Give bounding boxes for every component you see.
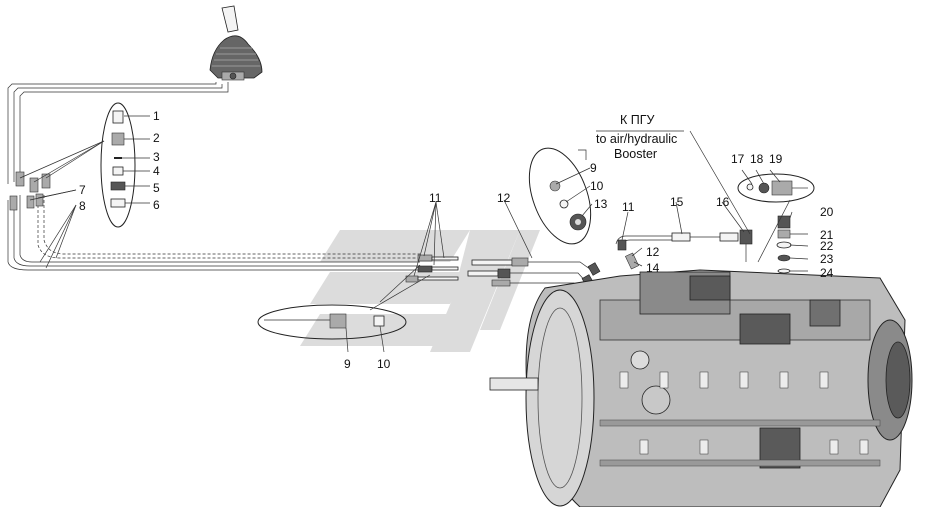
- callout-1: 1: [153, 109, 160, 123]
- left-fittings: [9, 171, 51, 211]
- callout-20: 20: [820, 205, 834, 219]
- notes: К ПГУ to air/hydraulic Booster: [596, 113, 677, 161]
- note-en-line2: Booster: [614, 147, 657, 161]
- parts-group-9-10-bottom: [257, 304, 407, 353]
- callout-21: 21: [820, 228, 834, 242]
- callout-4: 4: [153, 164, 160, 178]
- leaders-right: [555, 130, 809, 272]
- callout-2: 2: [153, 131, 160, 145]
- leaders-mid: [413, 199, 533, 277]
- callout-11-mid: 11: [429, 191, 442, 205]
- callout-16: 16: [716, 195, 730, 209]
- parts-group-20-24: [776, 215, 792, 274]
- callout-19: 19: [769, 152, 783, 166]
- gear-lever: [209, 5, 263, 81]
- callout-13: 13: [594, 197, 608, 211]
- note-ru: К ПГУ: [620, 113, 655, 127]
- callout-10-upper: 10: [590, 179, 604, 193]
- pipe-bundle: [7, 82, 420, 271]
- leaders-left: [19, 115, 150, 269]
- watermark-logo: [300, 230, 540, 352]
- gearbox-housing: [489, 269, 913, 507]
- parts-group-17-19: [737, 173, 815, 203]
- callout-11-right: 11: [622, 200, 635, 214]
- parts-group-1-6: [100, 102, 136, 228]
- callout-3: 3: [153, 150, 160, 164]
- lever-boot: [209, 35, 263, 79]
- right-pipe-assembly: [615, 229, 753, 270]
- callout-24: 24: [820, 266, 834, 280]
- callout-17: 17: [731, 152, 745, 166]
- callout-15: 15: [670, 195, 684, 209]
- callout-23: 23: [820, 252, 834, 266]
- callout-labels: 1 2 3 4 5 6 7 8 9 10 11 12 9 10 13 11 12…: [79, 109, 834, 371]
- callout-5: 5: [153, 181, 160, 195]
- note-en-line1: to air/hydraulic: [596, 132, 677, 146]
- callout-7: 7: [79, 183, 86, 197]
- callout-6: 6: [153, 198, 160, 212]
- callout-18: 18: [750, 152, 764, 166]
- callout-22: 22: [820, 239, 834, 253]
- callout-14: 14: [646, 261, 660, 275]
- callout-12-mid: 12: [497, 191, 511, 205]
- callout-12-right: 12: [646, 245, 660, 259]
- callout-9-upper: 9: [590, 161, 597, 175]
- callout-9-bottom: 9: [344, 357, 351, 371]
- callout-8: 8: [79, 199, 86, 213]
- callout-10-bottom: 10: [377, 357, 391, 371]
